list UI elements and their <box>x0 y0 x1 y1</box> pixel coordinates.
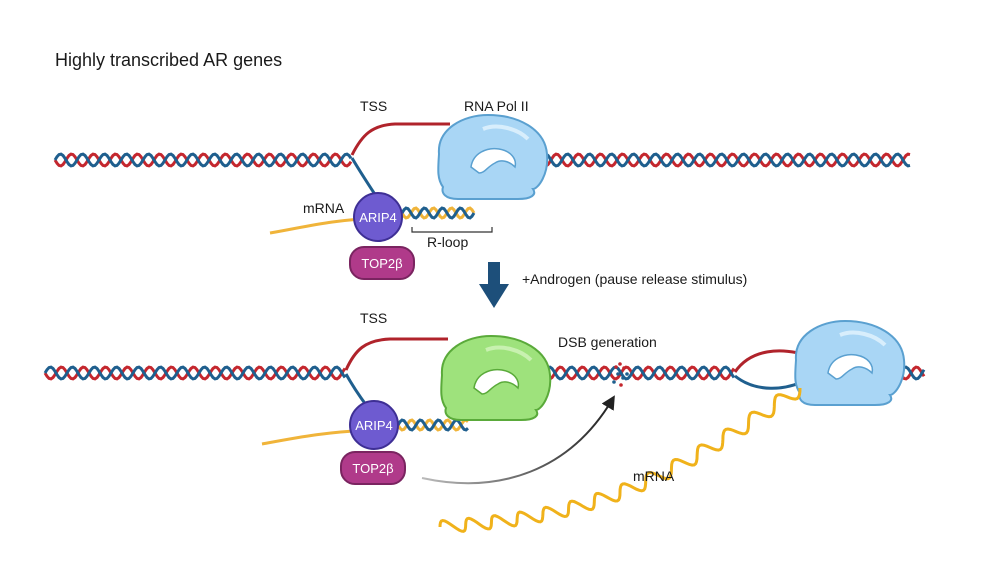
rloop-strand-mrna-bottom <box>396 418 469 432</box>
top2b-label-bottom: TOP2β <box>352 461 393 476</box>
top2b-protein-bottom <box>340 451 406 485</box>
arip4-protein-bottom <box>349 400 399 450</box>
diagram-title: Highly transcribed AR genes <box>55 50 282 70</box>
tss-label-bottom: TSS <box>360 310 387 326</box>
arip4-label-top: ARIP4 <box>359 210 397 225</box>
rloop-strand-dna-top <box>400 206 476 220</box>
mrna-transcript-long <box>438 387 802 533</box>
rna-pol-ii-green <box>440 334 552 421</box>
dna-strand-top-right-blue <box>538 152 911 168</box>
mrna-label-top: mRNA <box>303 200 345 216</box>
dsb-label: DSB generation <box>558 334 657 350</box>
androgen-label: +Androgen (pause release stimulus) <box>522 271 747 287</box>
dna-strand-bottom-mid-blue <box>542 365 736 381</box>
rloop-label: R-loop <box>427 234 468 250</box>
dna-strand-bottom-left-blue <box>43 365 347 381</box>
dna-strand-bottom-right-red <box>898 365 926 381</box>
mrna-label-bottom: mRNA <box>633 468 675 484</box>
arip4-bottom-group: TOP2β ARIP4 <box>340 400 406 485</box>
dsb-curved-arrow <box>421 395 615 485</box>
bottom-bubble-red <box>344 337 448 371</box>
dna-strand-top-left-blue <box>53 152 353 168</box>
top-panel: R-loop TOP2β ARIP4 TSS RNA Pol II mRNA <box>53 98 911 280</box>
arip4-top-group: TOP2β ARIP4 <box>349 192 415 280</box>
rna-pol-ii-right <box>794 319 906 406</box>
dsb-break <box>612 362 629 387</box>
top2b-protein-top <box>349 246 415 280</box>
dna-strand-bottom-left-red <box>43 365 347 381</box>
tss-label-top: TSS <box>360 98 387 114</box>
top2b-label-top: TOP2β <box>361 256 402 271</box>
rna-pol-ii-top <box>437 113 549 200</box>
bottom-panel: TOP2β ARIP4 TSS DSB generation mRNA <box>43 310 926 533</box>
dna-strand-top-left-red <box>53 152 353 168</box>
transcription-bubble-red <box>350 122 450 156</box>
dna-strand-bottom-mid-red <box>542 365 736 381</box>
androgen-arrow: +Androgen (pause release stimulus) <box>479 262 747 308</box>
arip4-protein-top <box>353 192 403 242</box>
rloop-bracket <box>411 227 493 233</box>
rna-pol-label-top: RNA Pol II <box>464 98 529 114</box>
arip4-label-bottom: ARIP4 <box>355 418 393 433</box>
